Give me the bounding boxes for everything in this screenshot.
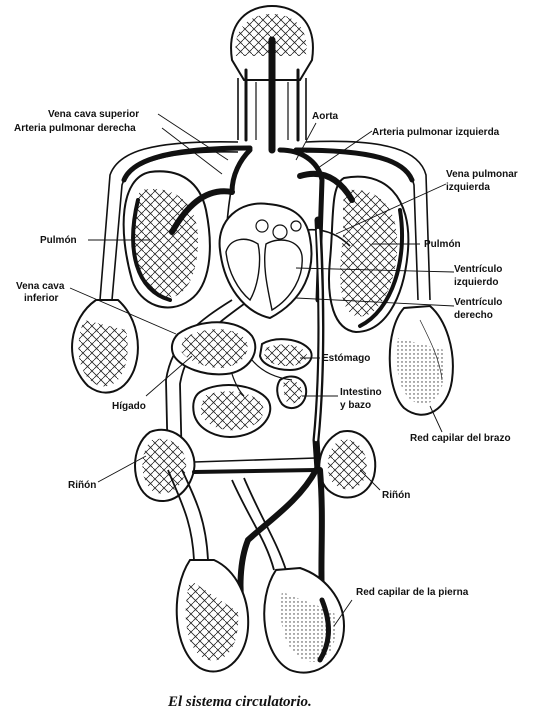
label-red-capilar-pierna: Red capilar de la pierna (356, 587, 469, 598)
label-ventriculo-derecho-line1: Ventrículo (454, 297, 502, 308)
labels: Vena cava superior Arteria pulmonar dere… (14, 109, 518, 598)
intestine-and-spleen (192, 359, 308, 438)
label-pulmon-right: Pulmón (424, 239, 461, 250)
neck-vessels (237, 36, 307, 154)
label-intestino-line1: Intestino (340, 387, 382, 398)
label-rinon-left: Riñón (68, 480, 96, 491)
label-vena-cava-inferior-line1: Vena cava (16, 281, 65, 292)
label-estomago: Estómago (322, 353, 370, 364)
right-lung (122, 170, 211, 309)
label-ventriculo-izquierdo-line1: Ventrículo (454, 264, 502, 275)
label-vena-pulmonar-izquierda-line2: izquierda (446, 182, 490, 193)
label-ventriculo-derecho-line2: derecho (454, 310, 493, 321)
aorta-descending (312, 216, 325, 474)
label-vena-pulmonar-izquierda-line1: Vena pulmonar (446, 169, 518, 180)
figure-caption: El sistema circulatorio. (167, 694, 312, 710)
label-arteria-pulmonar-derecha: Arteria pulmonar derecha (14, 123, 136, 134)
liver (170, 321, 257, 376)
label-ventriculo-izquierdo-line2: izquierdo (454, 277, 498, 288)
label-pulmon-left: Pulmón (40, 235, 77, 246)
label-vena-cava-superior: Vena cava superior (48, 109, 139, 120)
right-arm-vessels (71, 140, 253, 394)
left-kidney (318, 430, 377, 499)
label-intestino-line2: y bazo (340, 400, 371, 411)
label-vena-cava-inferior-line2: inferior (24, 293, 59, 304)
left-arm-vessels (293, 140, 454, 416)
right-leg-capillary-network (175, 559, 250, 673)
stomach (258, 338, 313, 372)
left-leg-capillary-network (263, 566, 346, 674)
label-aorta: Aorta (312, 111, 339, 122)
label-red-capilar-brazo: Red capilar del brazo (410, 433, 511, 444)
right-kidney (134, 429, 318, 503)
label-rinon-right: Riñón (382, 490, 410, 501)
label-arteria-pulmonar-izquierda: Arteria pulmonar izquierda (372, 127, 500, 138)
leader-lines (69, 113, 455, 627)
left-lung (328, 175, 410, 334)
label-higado: Hígado (112, 401, 146, 412)
heart (218, 202, 313, 320)
